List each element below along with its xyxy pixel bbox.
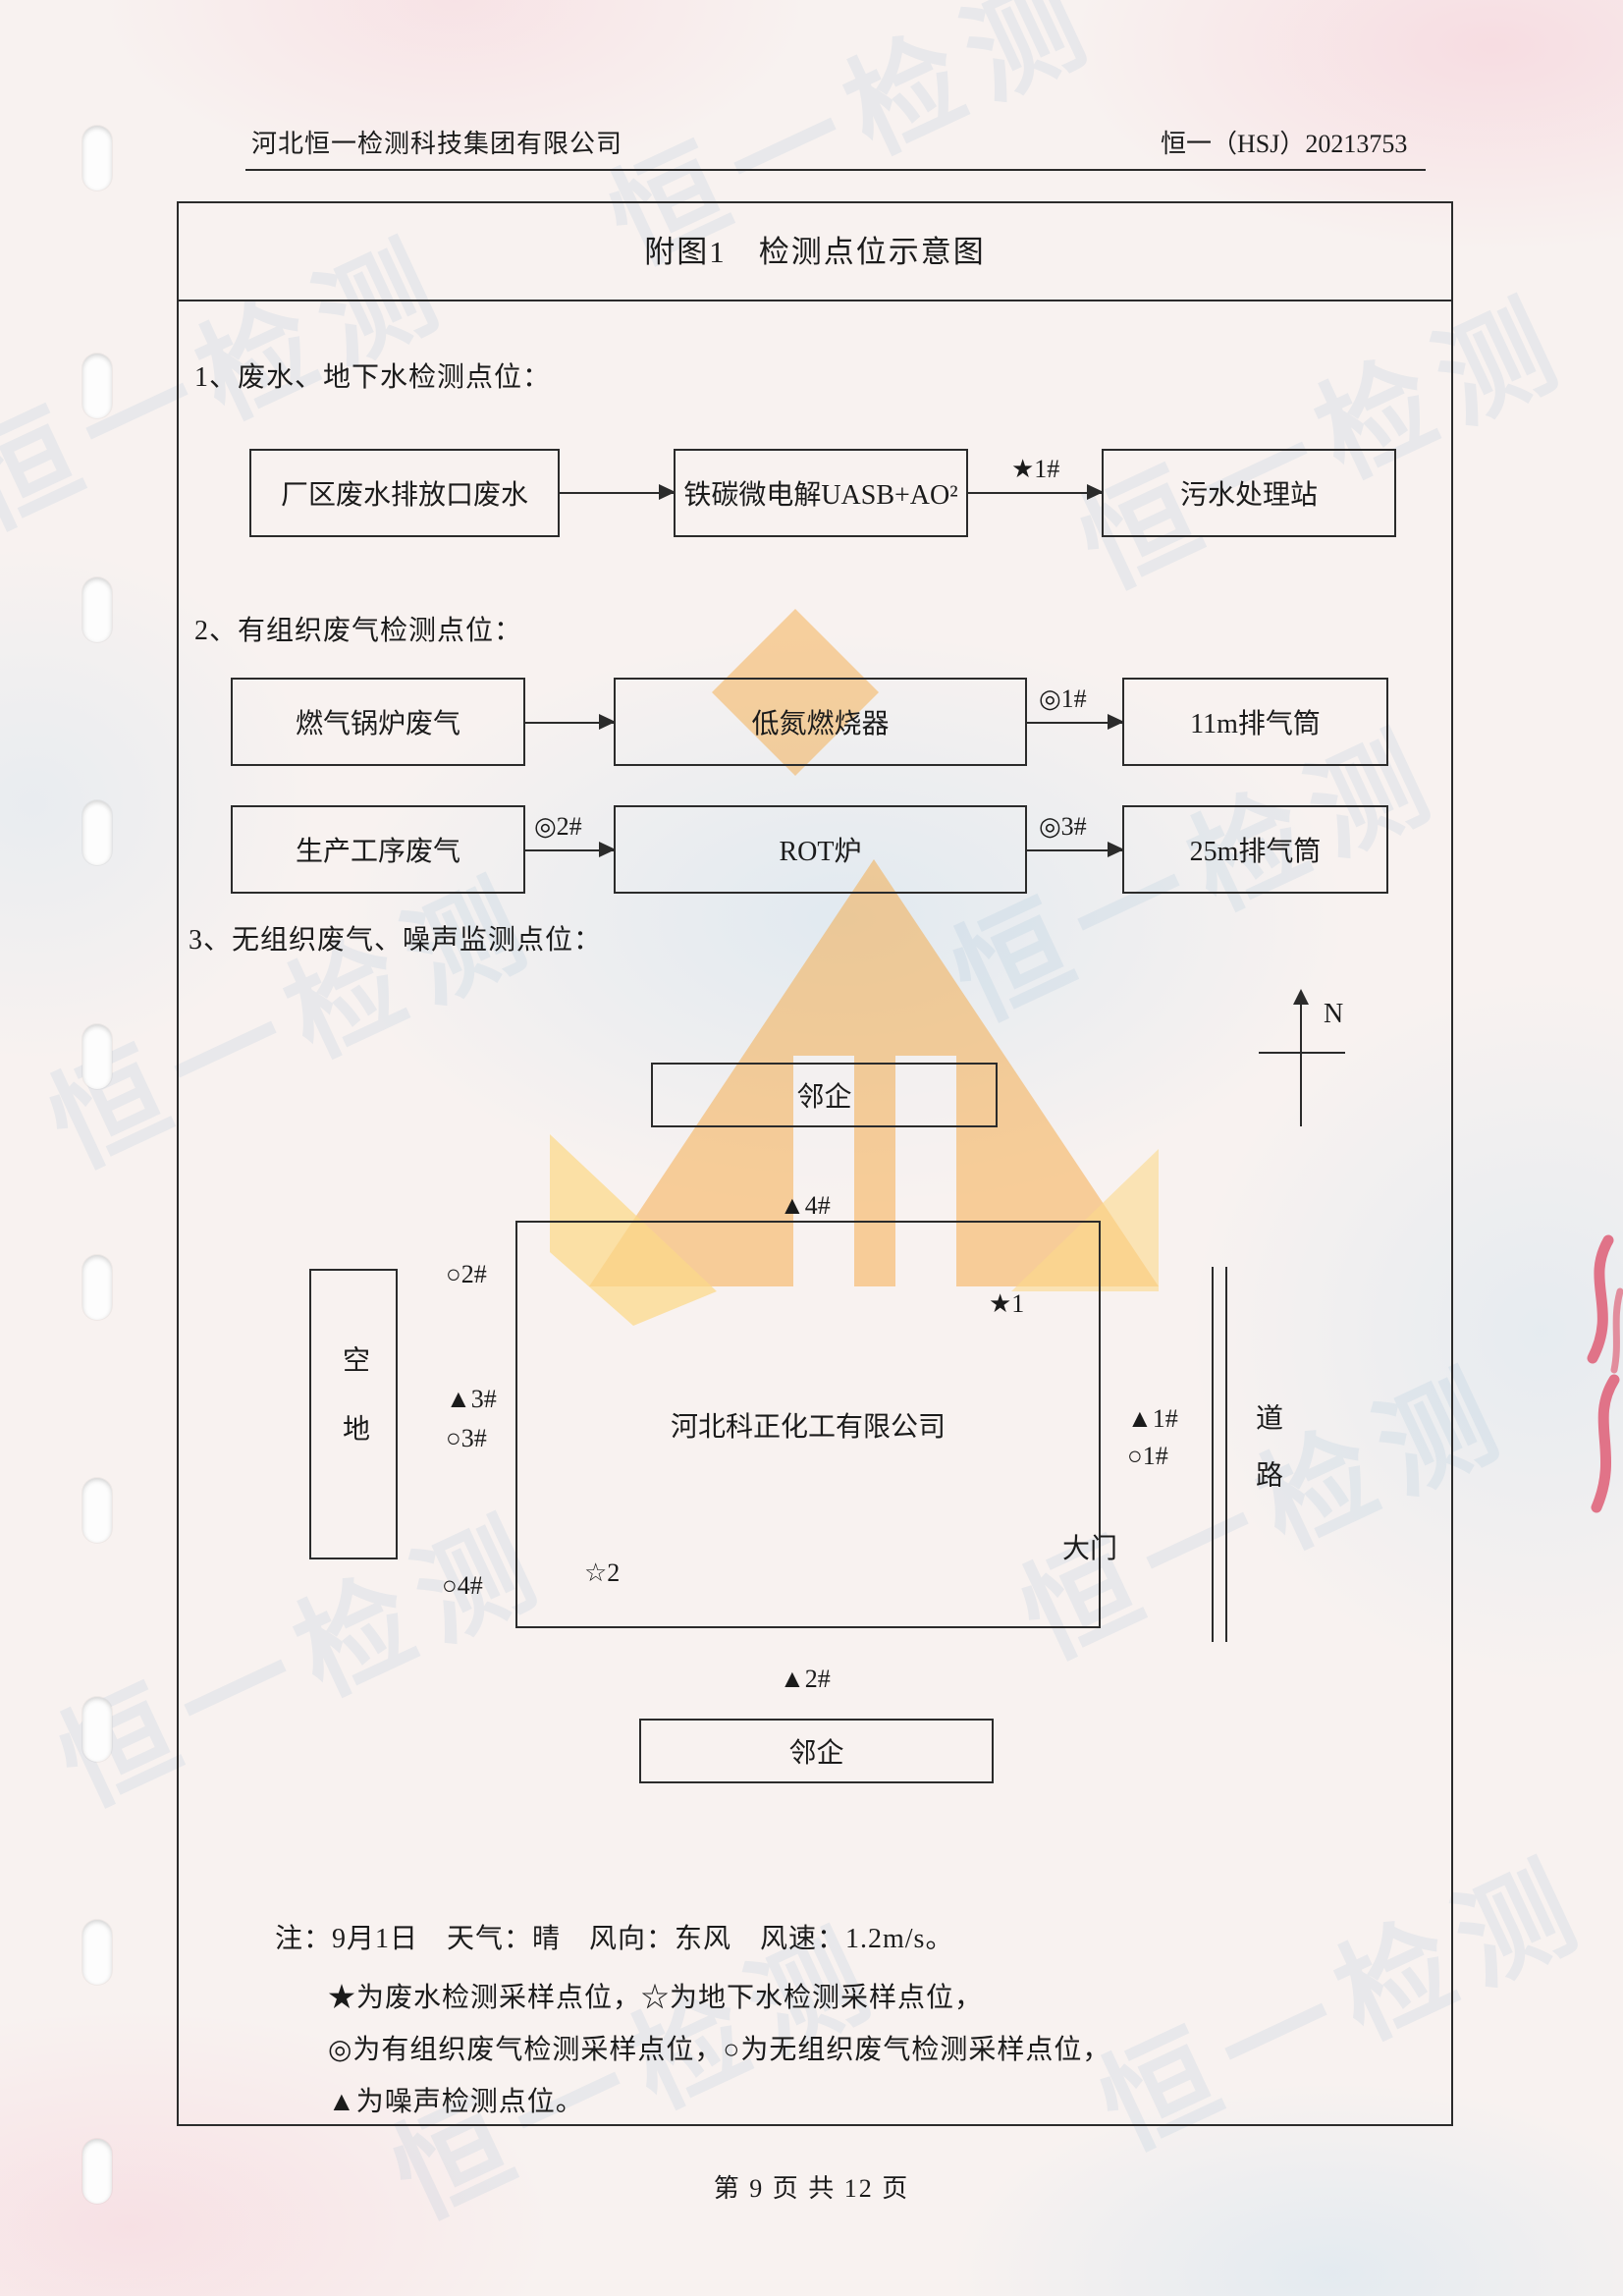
flow2b-box-rot: ROT炉 — [614, 805, 1027, 894]
note-legend-1: ★为废水检测采样点位，☆为地下水检测采样点位， — [328, 1983, 984, 2013]
binder-hole — [82, 800, 112, 865]
flow2b-box-stack-25m: 25m排气筒 — [1122, 805, 1388, 894]
groundwater-point-2: ☆2 — [584, 1558, 621, 1587]
section3-heading: 3、无组织废气、噪声监测点位： — [189, 925, 603, 956]
gate-label: 大门 — [1062, 1534, 1118, 1564]
north-arrow-crossbar — [1259, 1052, 1345, 1054]
binder-hole — [82, 354, 112, 418]
red-stamp — [1587, 1234, 1623, 1513]
flow1-arrow-1 — [560, 484, 676, 500]
page-number: 第 9 页 共 12 页 — [713, 2174, 910, 2203]
flow2b-box-process: 生产工序废气 — [231, 805, 525, 894]
fugitive-gas-point-1: ○1# — [1127, 1442, 1168, 1470]
document-number: 恒一（HSJ）20213753 — [1161, 130, 1408, 158]
fugitive-gas-point-4: ○4# — [442, 1571, 483, 1600]
figure-frame: 附图1 检测点位示意图 1、废水、地下水检测点位： 厂区废水排放口废水 铁碳微电… — [177, 201, 1453, 2126]
note-legend-3: ▲为噪声检测点位。 — [328, 2087, 584, 2117]
binder-hole — [82, 1478, 112, 1543]
empty-lot-label: 空地 — [339, 1345, 369, 1483]
road-label: 道路 — [1252, 1403, 1282, 1517]
flow2a-box-boiler: 燃气锅炉废气 — [231, 678, 525, 766]
noise-point-2: ▲2# — [780, 1665, 831, 1693]
neighbor-top-box: 邻企 — [651, 1063, 998, 1127]
flow2a-box-stack-11m: 11m排气筒 — [1122, 678, 1388, 766]
flow1-box-treatment: 铁碳微电解UASB+AO² — [674, 449, 968, 537]
sampling-point-gas2: ◎2# — [534, 812, 582, 841]
sampling-point-star1: ★1# — [1011, 455, 1060, 483]
neighbor-bottom-box: 邻企 — [639, 1719, 994, 1783]
flow1-arrow-2 — [968, 484, 1104, 500]
binder-hole — [82, 1697, 112, 1762]
noise-point-1: ▲1# — [1127, 1404, 1178, 1433]
flow1-box-station: 污水处理站 — [1102, 449, 1396, 537]
fugitive-gas-point-2: ○2# — [446, 1260, 487, 1288]
note-weather: 注：9月1日 天气：晴 风向：东风 风速：1.2m/s。 — [275, 1924, 954, 1954]
road-line-inner — [1225, 1267, 1227, 1642]
binder-hole — [82, 577, 112, 642]
empty-lot-box: 空地 — [309, 1269, 398, 1559]
north-label: N — [1324, 999, 1344, 1029]
figure-title: 附图1 检测点位示意图 — [179, 203, 1451, 301]
binder-hole — [82, 2139, 112, 2204]
factory-box: 河北科正化工有限公司 — [515, 1221, 1101, 1628]
note-legend-2: ◎为有组织废气检测采样点位，○为无组织废气检测采样点位， — [328, 2035, 1111, 2065]
sampling-point-gas3: ◎3# — [1039, 812, 1087, 841]
road-line-outer — [1212, 1267, 1214, 1642]
binder-hole — [82, 126, 112, 191]
section2-heading: 2、有组织废气检测点位： — [194, 616, 523, 646]
flow1-box-source: 厂区废水排放口废水 — [249, 449, 560, 537]
north-arrow-icon — [1293, 989, 1309, 1005]
binder-hole — [82, 1920, 112, 1985]
noise-point-4: ▲4# — [780, 1191, 831, 1220]
watermark-logo — [550, 609, 1159, 1326]
flow2b-arrow-1 — [525, 842, 616, 857]
company-name: 河北恒一检测科技集团有限公司 — [251, 130, 623, 158]
sampling-point-gas1: ◎1# — [1039, 684, 1087, 713]
header-rule — [245, 169, 1426, 171]
binder-hole — [82, 1024, 112, 1089]
binder-hole — [82, 1255, 112, 1320]
flow2a-arrow-2 — [1027, 714, 1124, 730]
flow2a-box-burner: 低氮燃烧器 — [614, 678, 1027, 766]
fugitive-gas-point-3: ○3# — [446, 1424, 487, 1452]
north-arrow-shaft — [1300, 1001, 1302, 1126]
flow2b-arrow-2 — [1027, 842, 1124, 857]
section1-heading: 1、废水、地下水检测点位： — [194, 362, 552, 393]
flow2a-arrow-1 — [525, 714, 616, 730]
wastewater-point-1: ★1 — [989, 1289, 1025, 1318]
noise-point-3: ▲3# — [446, 1385, 497, 1413]
